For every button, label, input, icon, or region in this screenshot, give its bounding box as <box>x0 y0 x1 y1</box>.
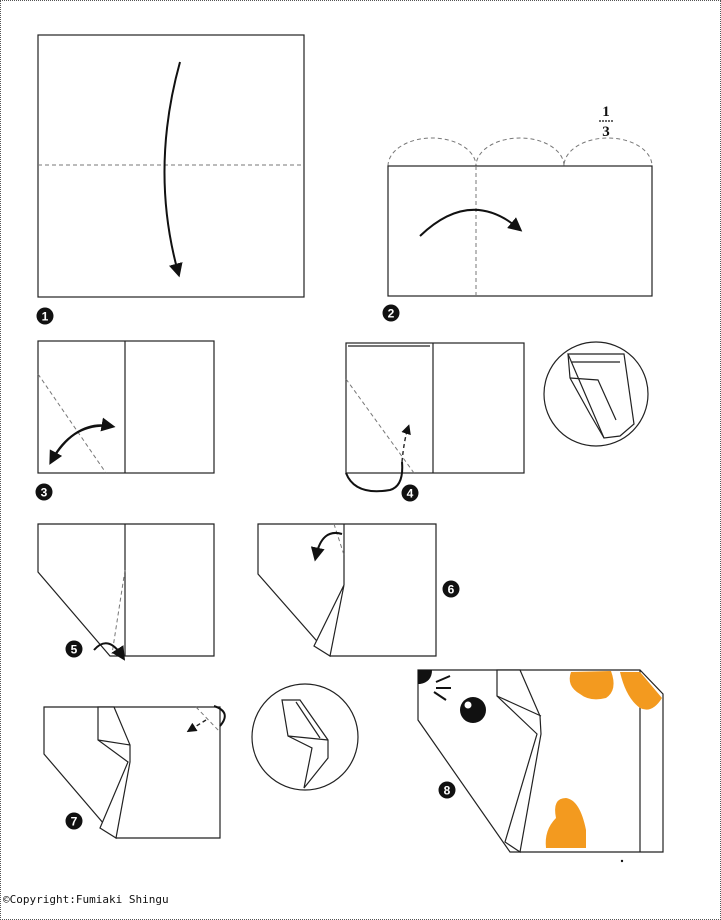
step-3-diagram <box>37 340 215 474</box>
folded-paper <box>43 706 221 839</box>
step-3-badge: 3 <box>35 483 53 501</box>
step-8-diagram <box>417 669 664 863</box>
copyright-text: ©Copyright:Fumiaki Shingu <box>3 893 169 906</box>
step-4-diagram <box>345 341 649 493</box>
detail-paper <box>567 353 635 439</box>
step-5-number: 5 <box>71 643 78 657</box>
inside-reverse-arrow-tip <box>401 424 411 463</box>
corner-arrow-tip <box>186 719 207 733</box>
diagonal-fold-line <box>345 378 415 474</box>
whisker-1 <box>435 675 451 683</box>
ear-crease <box>496 695 542 717</box>
folded-paper <box>37 523 215 657</box>
fold-arrow <box>310 532 343 562</box>
folded-rectangle <box>387 165 653 297</box>
fold-down-arrow <box>163 61 183 278</box>
step-6-number: 6 <box>448 583 455 597</box>
detail-edge <box>287 735 329 741</box>
fold-right-arrow <box>419 208 523 237</box>
step-4-badge: 4 <box>401 484 419 502</box>
detail-edge <box>567 353 605 439</box>
step-1-diagram <box>37 34 305 298</box>
detail-edge-2 <box>569 377 617 421</box>
step-5-diagram <box>37 523 215 661</box>
paper-square <box>37 34 305 298</box>
step-7-number: 7 <box>71 815 78 829</box>
orange-spot-corner <box>620 672 662 710</box>
folded-paper <box>257 523 437 657</box>
inside-reverse-arrow-curve <box>345 461 404 493</box>
folded-rectangle <box>37 340 215 474</box>
orange-spot-top <box>569 671 614 700</box>
step-8-badge: 8 <box>438 781 456 799</box>
unfold-arrow <box>51 417 116 461</box>
step-6-diagram <box>257 523 437 657</box>
folded-flap <box>313 584 345 657</box>
step-7-badge: 7 <box>65 812 83 830</box>
detail-paper <box>281 699 329 789</box>
step-1-number: 1 <box>42 310 49 324</box>
fold-arrow <box>93 642 126 661</box>
ear-flap <box>496 669 542 854</box>
fraction-numerator: 1 <box>602 104 610 120</box>
fraction-denominator: 3 <box>602 124 610 140</box>
step-6-badge: 6 <box>442 580 460 598</box>
step-5-badge: 5 <box>65 640 83 658</box>
finished-paper <box>417 669 664 853</box>
eye-icon <box>460 697 486 723</box>
nose-icon <box>418 670 432 684</box>
flap-crease <box>97 739 131 746</box>
step-4-number: 4 <box>407 487 414 501</box>
step-1-badge: 1 <box>36 307 54 325</box>
step-8-number: 8 <box>444 784 451 798</box>
detail-edge-2 <box>295 701 321 739</box>
whisker-3 <box>433 691 447 701</box>
diagonal-fold-line <box>37 373 107 474</box>
corner-arrow-curve <box>213 705 226 727</box>
step-2-badge: 2 <box>382 304 400 322</box>
corner-fold-line <box>195 706 221 733</box>
fold-line <box>333 523 345 556</box>
folded-flap <box>97 706 131 839</box>
step-3-number: 3 <box>41 486 48 500</box>
eye-highlight <box>464 701 472 709</box>
thirds-arcs <box>387 137 653 167</box>
stray-dot <box>620 859 624 863</box>
step-2-number: 2 <box>388 307 395 321</box>
step-7-diagram <box>43 683 359 839</box>
fold-line <box>111 569 126 655</box>
folded-rectangle <box>345 342 525 474</box>
step-2-diagram: 1 3 <box>387 104 653 297</box>
orange-spot-bottom <box>545 798 586 848</box>
